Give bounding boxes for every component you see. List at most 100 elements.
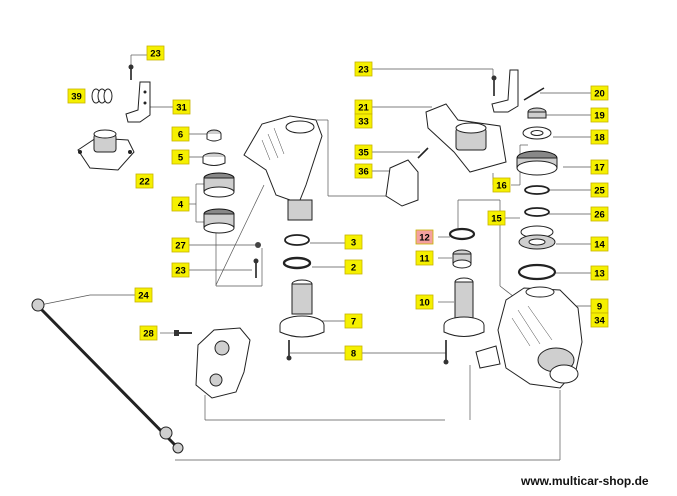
callout-box (487, 210, 506, 226)
part-steering-knuckle-upper (243, 115, 323, 221)
callout-box (172, 99, 191, 115)
part-bearing-17 (516, 150, 558, 176)
callout-box (171, 149, 190, 165)
part-screw-23-right (491, 75, 497, 96)
callout-18: 18 (590, 129, 609, 145)
callout-box (134, 287, 153, 303)
callout-34: 34 (590, 312, 609, 328)
callout-5: 5 (171, 149, 190, 165)
callout-number: 8 (351, 349, 356, 360)
callout-2: 2 (344, 259, 363, 275)
callout-box (171, 196, 190, 212)
callout-14: 14 (590, 236, 609, 252)
part-cap-6 (206, 129, 222, 142)
callout-box (590, 107, 609, 123)
callout-4: 4 (171, 196, 190, 212)
callout-number: 3 (351, 238, 356, 249)
callout-box (354, 163, 373, 179)
callout-box (344, 313, 363, 329)
callout-number: 39 (71, 92, 82, 103)
callout-33: 33 (354, 113, 373, 129)
part-bracket-31 (125, 81, 151, 123)
part-steering-arm (195, 327, 251, 399)
callout-box (344, 234, 363, 250)
callout-number: 33 (358, 117, 369, 128)
part-housing-21-33 (425, 103, 507, 173)
part-bracket-36 (385, 159, 419, 207)
callout-number: 26 (594, 210, 605, 221)
callout-number: 6 (178, 130, 183, 141)
part-housing-22 (77, 129, 135, 171)
callout-box (171, 126, 190, 142)
callout-20: 20 (590, 85, 609, 101)
callout-box (415, 250, 434, 266)
callout-box (139, 325, 158, 341)
callout-number: 14 (594, 240, 605, 251)
callout-number: 7 (351, 317, 356, 328)
callout-28: 28 (139, 325, 158, 341)
callout-8: 8 (344, 345, 363, 361)
part-seal-14 (518, 234, 556, 250)
callout-box (590, 206, 609, 222)
callout-number: 18 (594, 133, 605, 144)
callout-number: 16 (496, 181, 507, 192)
part-ring-12 (448, 227, 476, 241)
callout-number: 24 (138, 291, 149, 302)
callout-box (146, 45, 165, 61)
callout-13: 13 (590, 265, 609, 281)
callout-box (590, 265, 609, 281)
callout-number: 15 (491, 214, 502, 225)
callout-number: 25 (594, 186, 605, 197)
callout-9: 9 (590, 298, 609, 314)
callout-number: 17 (594, 163, 605, 174)
part-screw-28 (174, 330, 192, 336)
callout-box (590, 182, 609, 198)
callout-box (67, 88, 86, 104)
callout-box (415, 229, 434, 245)
part-nut-19 (527, 107, 547, 119)
callout-17: 17 (590, 159, 609, 175)
part-springs-39 (91, 88, 113, 104)
callout-21: 21 (354, 99, 373, 115)
callout-box (590, 236, 609, 252)
callout-6: 6 (171, 126, 190, 142)
callout-number: 22 (139, 177, 150, 188)
callout-box (590, 129, 609, 145)
callout-23: 23 (171, 262, 190, 278)
callout-25: 25 (590, 182, 609, 198)
callout-number: 28 (143, 329, 154, 340)
leader-lines (39, 54, 591, 461)
part-pin-27 (255, 242, 261, 248)
callout-box (135, 173, 154, 189)
part-knuckle-9-34 (475, 286, 583, 389)
part-kingpin-10 (443, 277, 485, 337)
callout-number: 20 (594, 89, 605, 100)
part-steering-rod-24 (31, 298, 184, 454)
callout-3: 3 (344, 234, 363, 250)
callout-box (590, 159, 609, 175)
callout-31: 31 (172, 99, 191, 115)
part-ring-2 (282, 256, 312, 270)
callout-number: 34 (594, 316, 605, 327)
callout-7: 7 (344, 313, 363, 329)
callout-23: 23 (146, 45, 165, 61)
callout-19: 19 (590, 107, 609, 123)
callout-number: 23 (150, 49, 161, 60)
callout-number: 11 (419, 254, 430, 265)
part-screw-35 (417, 147, 429, 159)
callout-number: 10 (419, 298, 430, 309)
callout-number: 19 (594, 111, 605, 122)
callout-number: 5 (178, 153, 184, 164)
part-circlip-3 (284, 234, 310, 246)
callout-box (415, 294, 434, 310)
part-screw-23-top (128, 64, 134, 80)
part-ring-13 (517, 263, 557, 281)
callout-box (344, 259, 363, 275)
part-bracket-20 (491, 69, 545, 113)
callout-22: 22 (135, 173, 154, 189)
callout-number: 31 (176, 103, 187, 114)
part-bushing-11 (452, 249, 472, 269)
part-washer-18 (522, 126, 552, 140)
part-ring-26 (524, 207, 550, 217)
